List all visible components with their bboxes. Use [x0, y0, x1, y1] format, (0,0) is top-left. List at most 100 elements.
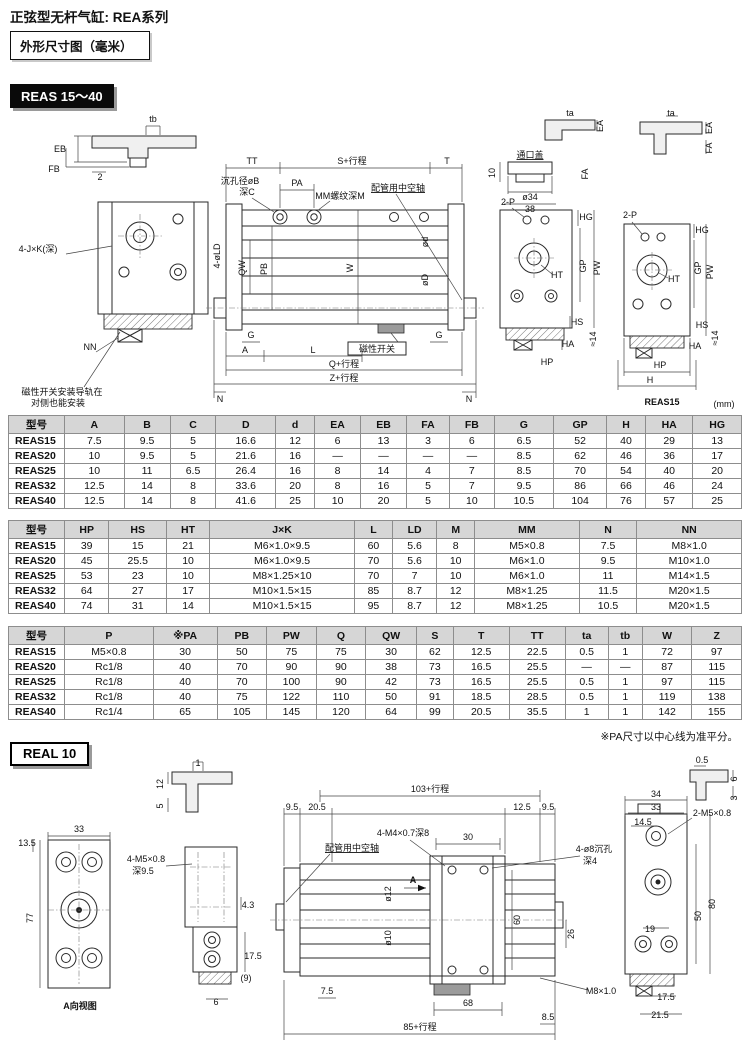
dimension-value-cell: 115: [691, 659, 742, 675]
dimension-label: HS: [571, 317, 584, 327]
column-header: 型号: [8, 520, 65, 539]
dimension-label: 深4: [583, 856, 597, 866]
dimension-value-cell: —: [449, 448, 495, 464]
dimension-label: HA: [562, 339, 575, 349]
dimension-value-cell: 4: [405, 463, 451, 479]
dimension-value-cell: 64: [63, 583, 110, 599]
dimension-label: 20.5: [308, 802, 326, 812]
dimension-value-cell: 25.5: [508, 674, 566, 690]
dimension-value-cell: 62: [553, 448, 607, 464]
dimension-label: G: [247, 330, 254, 340]
dimension-value-cell: 40: [605, 433, 647, 449]
dimension-value-cell: 41.6: [215, 493, 277, 509]
dimension-label: 通口盖: [516, 149, 543, 160]
dimension-label: PB: [259, 263, 269, 275]
real10-dimension-drawing: 11253313.577A向视图4-M5×0.8深9.54.317.5(9)61…: [18, 755, 739, 1040]
dimension-value-cell: 6: [314, 433, 362, 449]
column-header: A: [64, 415, 125, 434]
real-a-view: [32, 832, 111, 989]
dimension-value-cell: Rc1/8: [64, 689, 154, 705]
dimension-value-cell: 42: [365, 674, 417, 690]
dimension-value-cell: 8: [169, 478, 217, 494]
dimension-label: REAS15: [644, 397, 679, 407]
dimension-value-cell: 1: [607, 674, 643, 690]
column-header: L: [354, 520, 393, 539]
dimension-label: 6: [213, 997, 218, 1007]
dimension-value-cell: M20×1.5: [636, 598, 742, 614]
dimension-label: 9.5: [286, 802, 299, 812]
dimension-value-cell: 7: [449, 463, 495, 479]
dimension-label: TT: [247, 156, 258, 166]
page-title: 正弦型无杆气缸: REA系列: [10, 10, 169, 25]
dimension-value-cell: 7: [391, 568, 438, 584]
real-end-view-right: [624, 796, 711, 1015]
dimension-value-cell: 1: [564, 704, 609, 720]
model-name-cell: REAS25: [8, 463, 65, 479]
dimension-label: 2-M5×0.8: [693, 808, 731, 818]
dimension-label: FA: [580, 168, 590, 179]
dimension-label: PW: [592, 260, 602, 275]
dimension-label: 磁性开关安装导轨在: [21, 386, 102, 397]
dimension-label: EB: [54, 144, 66, 154]
dimension-label: GP: [578, 259, 588, 272]
dimension-label: 4-M5×0.8: [127, 854, 165, 864]
dimension-value-cell: 76: [605, 493, 647, 509]
dimension-label: 50: [693, 911, 703, 921]
reas-side-view-15: [617, 221, 707, 390]
column-header: N: [578, 520, 638, 539]
model-name-cell: REAS15: [8, 644, 65, 660]
dimension-label: 沉孔径øB: [221, 175, 260, 186]
dimension-value-cell: 12.5: [64, 493, 125, 509]
dimension-label: 2: [97, 172, 102, 182]
dimension-value-cell: 14: [360, 463, 407, 479]
column-header: B: [123, 415, 171, 434]
column-header: HA: [645, 415, 694, 434]
dimension-value-cell: 85: [354, 583, 393, 599]
dimension-label: 3: [729, 795, 739, 800]
dimension-label: 1: [195, 758, 200, 768]
dimension-label: 14.5: [634, 817, 652, 827]
dimension-value-cell: 10: [449, 493, 495, 509]
dimension-value-cell: 52: [553, 433, 607, 449]
dimension-label: GP: [693, 261, 703, 274]
dimension-value-cell: 8.7: [391, 598, 438, 614]
column-header: HT: [166, 520, 211, 539]
model-name-cell: REAS20: [8, 553, 65, 569]
column-header: T: [452, 626, 510, 645]
dimension-label: ≈14: [588, 332, 598, 347]
dimension-value-cell: M10×1.0: [636, 553, 742, 569]
column-header: W: [641, 626, 693, 645]
dimension-value-cell: 110: [315, 689, 367, 705]
dimension-value-cell: 70: [216, 659, 268, 675]
subtitle-box: 外形尺寸图（毫米）: [10, 31, 150, 60]
dimension-value-cell: M5×0.8: [64, 644, 154, 660]
dimension-value-cell: 1: [607, 689, 643, 705]
dimension-value-cell: Rc1/4: [64, 704, 154, 720]
dimension-label: 配管用中空轴: [325, 842, 379, 853]
dimension-value-cell: 16.5: [452, 674, 510, 690]
port-cover-view: [499, 119, 598, 205]
dimension-label: 60: [512, 915, 522, 925]
dimension-label: HG: [695, 225, 709, 235]
dimension-value-cell: M20×1.5: [636, 583, 742, 599]
column-header: ※PA: [152, 626, 218, 645]
dimension-label: A向视图: [63, 1000, 97, 1011]
dimension-label: S+行程: [337, 155, 366, 166]
column-header: G: [493, 415, 555, 434]
column-header: HP: [63, 520, 110, 539]
dimension-value-cell: —: [360, 448, 407, 464]
dimension-value-cell: 97: [641, 674, 693, 690]
reas-side-view-20-40: [499, 207, 595, 351]
dimension-value-cell: 38: [365, 659, 417, 675]
dimension-value-cell: 119: [641, 689, 693, 705]
dimension-label: 17.5: [657, 992, 675, 1002]
column-header: GP: [553, 415, 607, 434]
dimension-value-cell: 12: [275, 433, 316, 449]
dimension-label: NN: [84, 342, 97, 352]
dimension-value-cell: 9.5: [123, 433, 171, 449]
dimension-label: 17.5: [244, 951, 262, 961]
dimension-label: ø10: [383, 930, 393, 946]
dimension-value-cell: 25: [275, 493, 316, 509]
